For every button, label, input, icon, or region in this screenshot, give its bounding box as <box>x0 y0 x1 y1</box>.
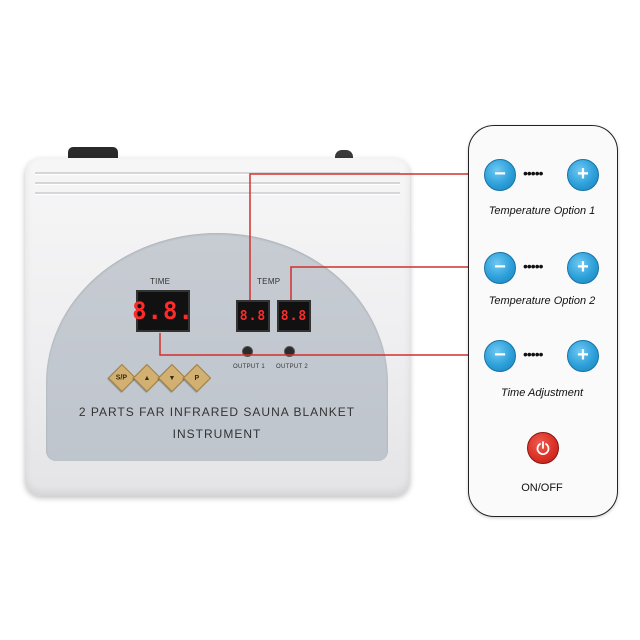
control-panel <box>46 233 388 461</box>
temp2-plus-button[interactable]: + <box>567 252 599 284</box>
time-plus-button[interactable]: + <box>567 340 599 372</box>
time-minus-button[interactable]: − <box>484 340 516 372</box>
time-display: 8.8. <box>132 290 193 332</box>
level-dots: ••••• <box>523 258 543 274</box>
vent-line <box>35 172 400 175</box>
connector-temp2 <box>290 266 482 300</box>
power-button[interactable] <box>527 432 559 464</box>
temp2-minus-button[interactable]: − <box>484 252 516 284</box>
level-dots: ••••• <box>523 165 543 181</box>
output2-indicator <box>284 346 295 357</box>
connector-temp1 <box>249 173 482 300</box>
temp1-display: 8.8 <box>236 300 270 332</box>
instrument-title-line2: INSTRUMENT <box>172 427 262 441</box>
temp-label: TEMP <box>257 277 281 286</box>
vent-line <box>35 192 400 195</box>
instrument-title-line1: 2 PARTS FAR INFRARED SAUNA BLANKET <box>78 405 356 419</box>
time-label: TIME <box>150 277 171 286</box>
time-adjustment-label: Time Adjustment <box>500 387 584 399</box>
level-dots: ••••• <box>523 346 543 362</box>
vent-line <box>35 182 400 185</box>
power-label: ON/OFF <box>521 482 563 494</box>
temp2-label: Temperature Option 2 <box>488 295 596 307</box>
temp1-minus-button[interactable]: − <box>484 159 516 191</box>
output2-label: OUTPUT 2 <box>276 364 308 370</box>
output1-indicator <box>242 346 253 357</box>
connector-time <box>159 333 482 356</box>
temp1-plus-button[interactable]: + <box>567 159 599 191</box>
output1-label: OUTPUT 1 <box>233 364 265 370</box>
temp2-display: 8.8 <box>277 300 311 332</box>
temp1-label: Temperature Option 1 <box>488 205 596 217</box>
power-icon <box>536 441 550 455</box>
